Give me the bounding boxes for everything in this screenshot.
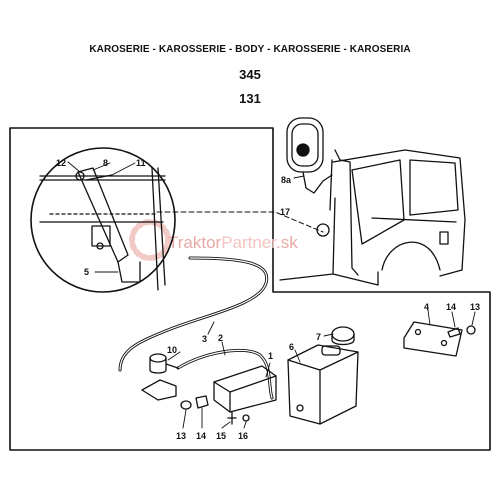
callout-6: 6	[289, 342, 294, 352]
callout-8: 8	[103, 158, 108, 168]
callout-8a: 8a	[281, 175, 292, 185]
callout-16: 16	[238, 431, 248, 441]
callout-14-left: 14	[196, 431, 206, 441]
hose-2	[176, 348, 274, 400]
callout-2: 2	[218, 333, 223, 343]
svg-text:TraktorPartner.sk: TraktorPartner.sk	[168, 233, 298, 252]
hose-3	[118, 256, 269, 372]
tank-cap-7	[331, 326, 355, 346]
leader-line-17	[156, 211, 324, 233]
callout-13-left: 13	[176, 431, 186, 441]
watermark-text-1: Traktor	[168, 233, 222, 252]
screw-15	[227, 411, 237, 425]
cab-outline	[279, 149, 466, 286]
callout-14-right: 14	[446, 302, 456, 312]
callout-5: 5	[84, 267, 89, 277]
bracket-1	[213, 365, 277, 413]
bracket-small	[141, 379, 177, 401]
leader-lines	[67, 161, 476, 429]
callout-1: 1	[268, 351, 273, 361]
callout-3: 3	[202, 334, 207, 344]
page-number: 345	[239, 67, 261, 82]
nut-13-right	[466, 325, 476, 335]
callout-15: 15	[216, 431, 226, 441]
washer-13-left	[180, 400, 192, 410]
header-title: KAROSERIE - KAROSSERIE - BODY - KAROSSER…	[89, 44, 411, 55]
washer-14-right	[447, 327, 461, 338]
group-number: 131	[239, 91, 261, 106]
callout-12: 12	[56, 158, 66, 168]
bracket-4	[403, 321, 463, 357]
callout-13-right: 13	[470, 302, 480, 312]
callout-7: 7	[316, 332, 321, 342]
callout-10: 10	[167, 345, 177, 355]
washer-14-left	[195, 395, 209, 409]
frame-outline	[9, 127, 491, 451]
watermark-text-2: Partner	[221, 233, 277, 252]
watermark-text-3: .sk	[276, 233, 298, 252]
washer-tank-6	[287, 344, 359, 425]
callout-17: 17	[280, 207, 290, 217]
nozzle-10	[149, 353, 179, 374]
callout-4: 4	[424, 302, 429, 312]
callout-11: 11	[136, 158, 146, 168]
detail-inset	[30, 147, 176, 293]
mirror-assembly	[286, 117, 333, 194]
screw-16	[242, 414, 250, 422]
